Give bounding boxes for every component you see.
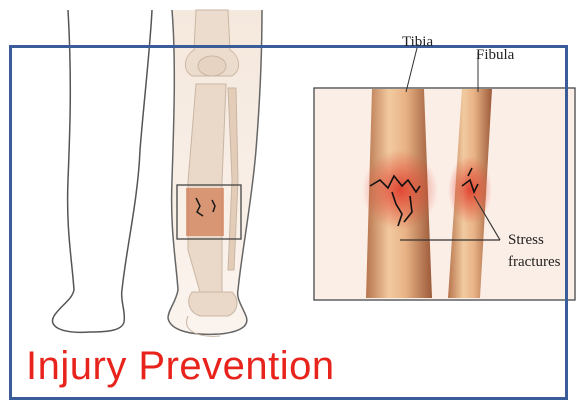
fractures-label: fractures bbox=[508, 254, 560, 271]
title-injury-prevention: Injury Prevention bbox=[26, 344, 335, 389]
left-leg bbox=[53, 10, 153, 332]
fibula-label: Fibula bbox=[476, 47, 514, 64]
tibia-label: Tibia bbox=[402, 34, 433, 51]
stress-label: Stress bbox=[508, 232, 544, 249]
right-leg bbox=[168, 10, 262, 336]
